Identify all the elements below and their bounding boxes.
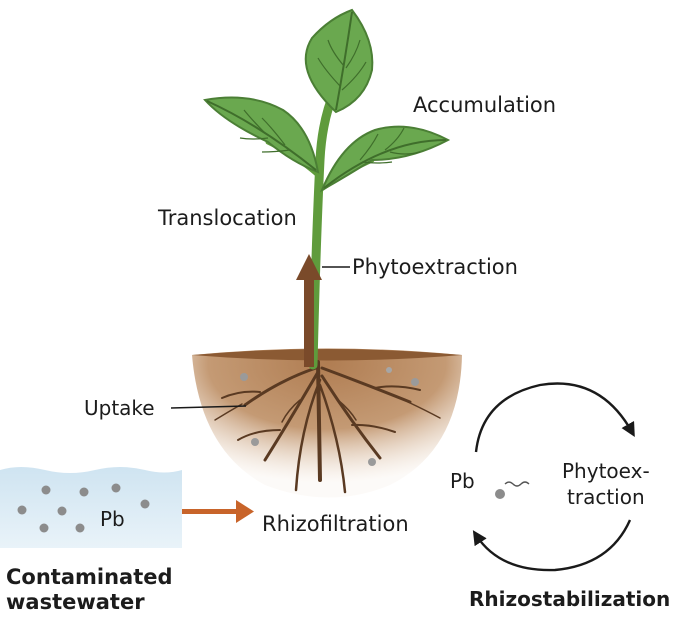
label-phytoextraction: Phytoextraction <box>352 255 518 279</box>
right-arrow-icon <box>182 500 254 523</box>
label-cycle-phytoextraction: Phytoex- traction <box>562 458 650 510</box>
leaf-left <box>203 96 320 174</box>
cycle-particle <box>495 481 530 499</box>
label-accumulation: Accumulation <box>413 93 557 117</box>
label-cycle-pb: Pb <box>450 469 475 493</box>
leaf-right <box>319 125 451 193</box>
circular-arrows-icon <box>472 382 635 572</box>
label-cycle-phyto-line1: Phytoex- <box>562 459 650 483</box>
label-rhizostabilization: Rhizostabilization <box>469 587 671 611</box>
label-rhizofiltration: Rhizofiltration <box>262 512 409 536</box>
leader-lines <box>170 266 350 409</box>
root-system <box>214 360 441 494</box>
label-uptake: Uptake <box>84 396 155 420</box>
label-translocation: Translocation <box>158 206 297 230</box>
label-water-pb: Pb <box>100 507 125 531</box>
label-cycle-phyto-line2: traction <box>567 485 645 509</box>
label-contaminated-wastewater: Contaminated wastewater <box>6 565 173 615</box>
up-arrow-icon <box>296 254 322 367</box>
label-contaminated-line1: Contaminated <box>6 565 173 589</box>
label-contaminated-line2: wastewater <box>6 590 145 615</box>
leaf-top <box>304 8 374 114</box>
plant-leaves <box>203 8 451 193</box>
uptake-leader <box>170 405 247 409</box>
wastewater-box <box>0 467 182 548</box>
